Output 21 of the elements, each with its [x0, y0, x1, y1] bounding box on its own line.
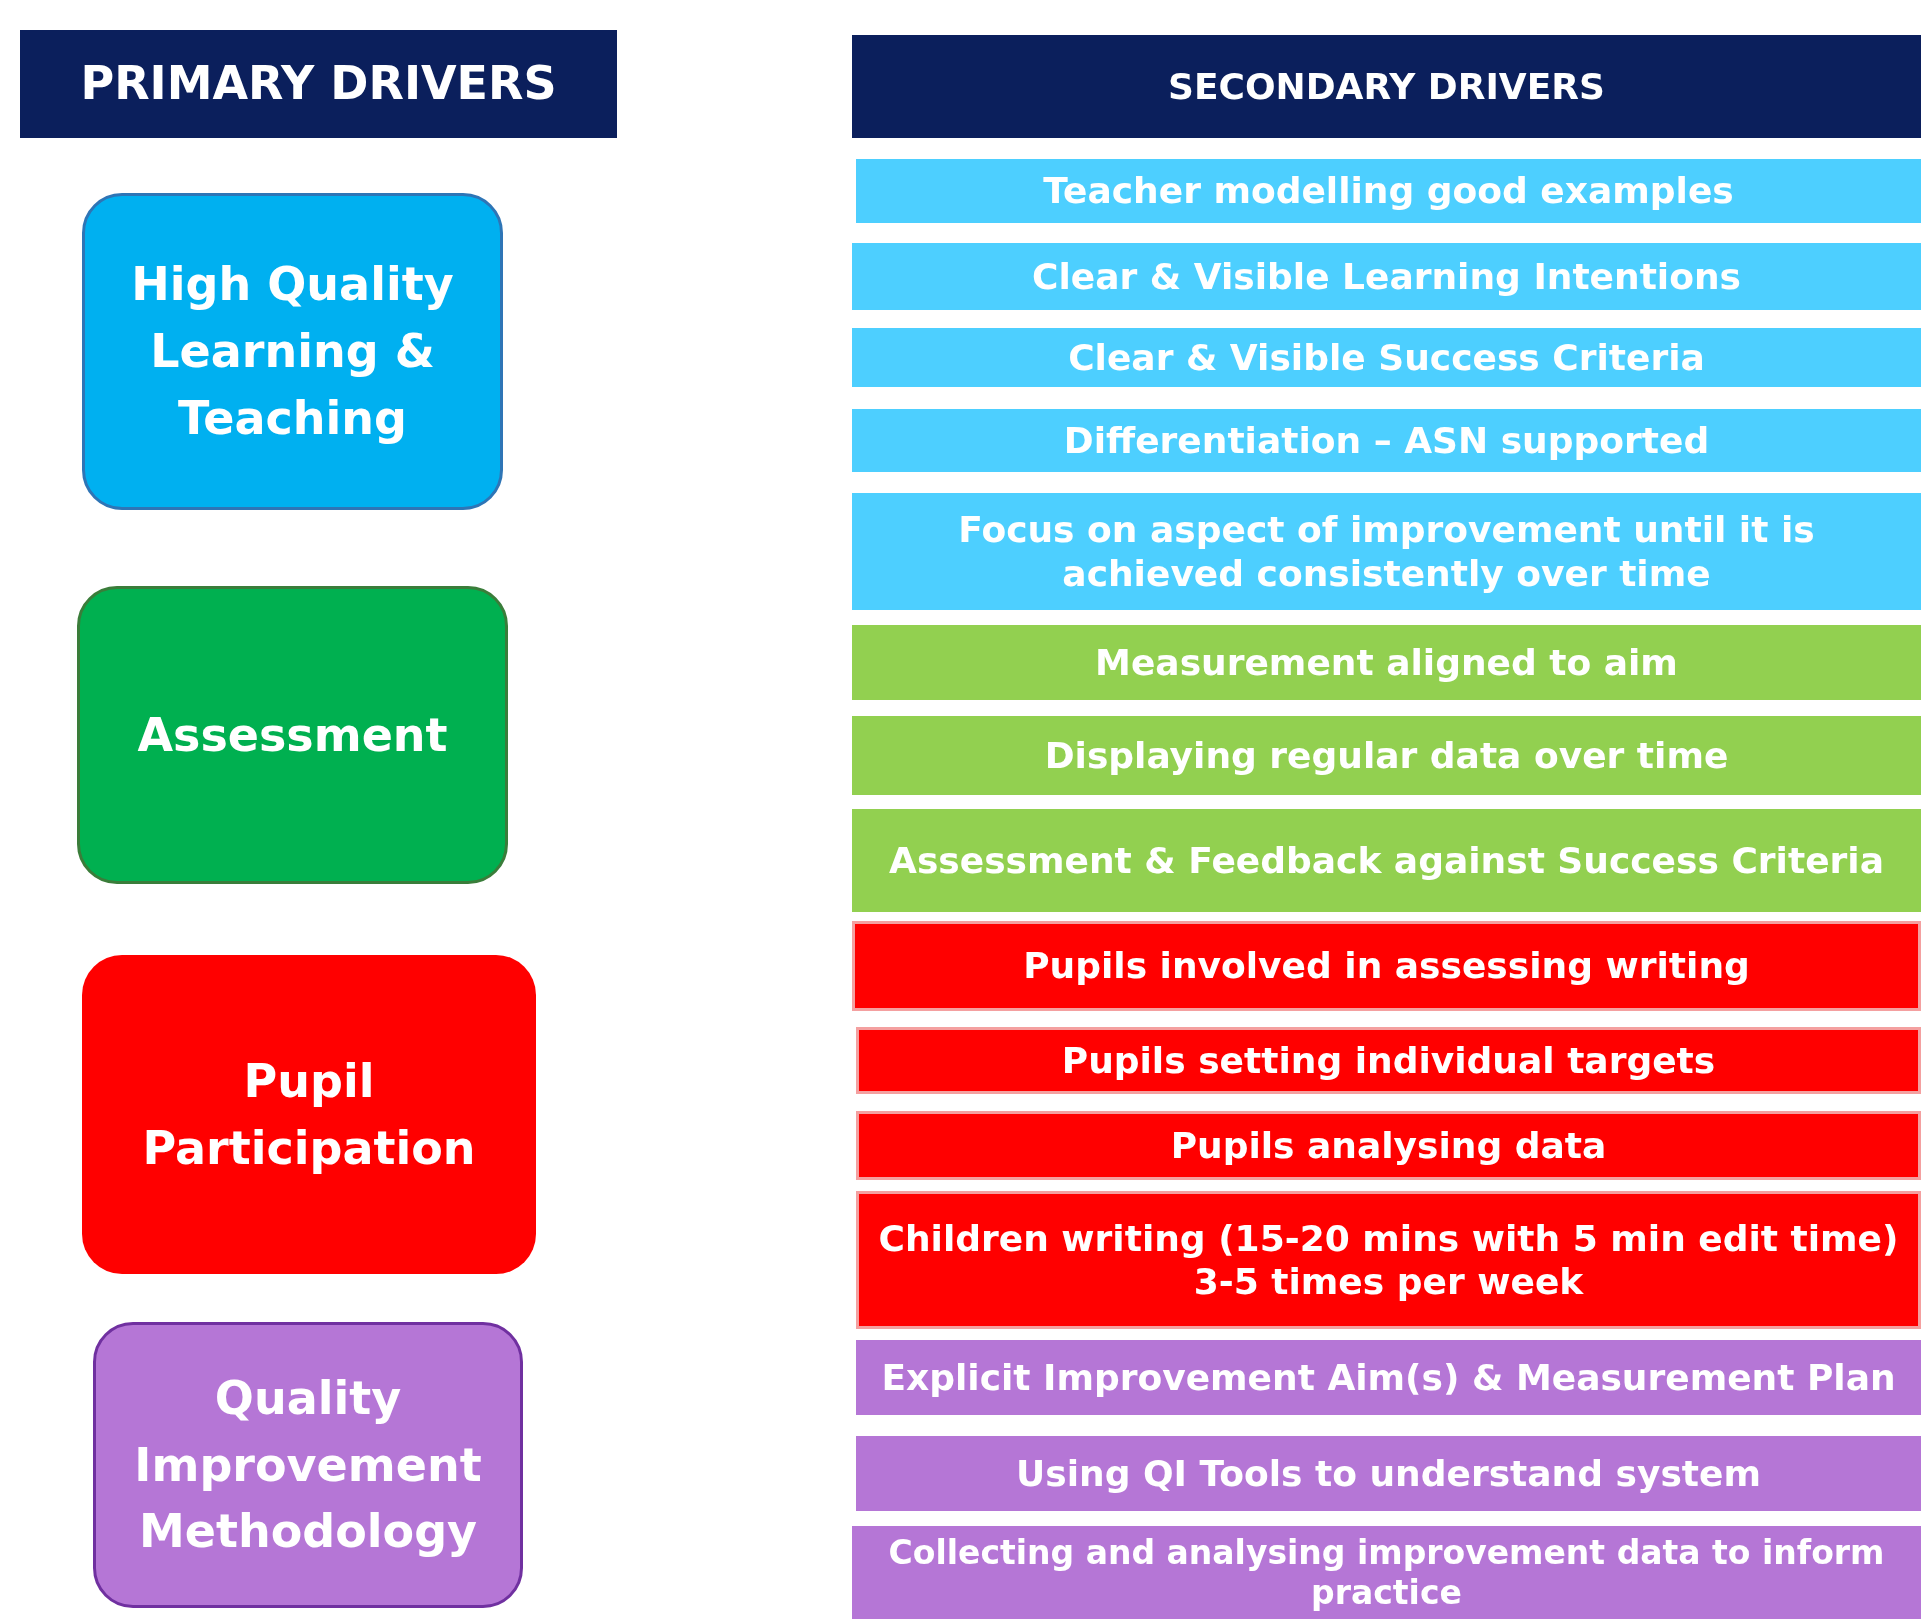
header-bar: PRIMARY DRIVERS [20, 30, 617, 138]
secondary-driver-bar: Clear & Visible Success Criteria [852, 328, 1921, 387]
secondary-driver-bar: Assessment & Feedback against Success Criteria [852, 809, 1921, 912]
secondary-driver-bar: Measurement aligned to aim [852, 625, 1921, 700]
secondary-driver-bar: Displaying regular data over time [852, 716, 1921, 795]
secondary-driver-bar: Collecting and analysing improvement data to inform practice [852, 1526, 1921, 1619]
secondary-driver-bar: Clear & Visible Learning Intentions [852, 243, 1921, 310]
secondary-driver-bar: Focus on aspect of improvement until it is achieved consistently over time [852, 493, 1921, 610]
primary-driver-box: Quality Improvement Methodology [93, 1322, 523, 1608]
secondary-driver-bar: Pupils analysing data [856, 1111, 1921, 1180]
primary-driver-box: Assessment [77, 586, 508, 884]
secondary-driver-bar: Teacher modelling good examples [856, 159, 1921, 223]
secondary-driver-bar: Children writing (15-20 mins with 5 min edit time) 3-5 times per week [856, 1191, 1921, 1329]
secondary-driver-bar: Explicit Improvement Aim(s) & Measurement Plan [856, 1340, 1921, 1415]
primary-driver-box: Pupil Participation [82, 955, 536, 1274]
secondary-driver-bar: Pupils involved in assessing writing [852, 921, 1921, 1011]
secondary-driver-bar: Differentiation – ASN supported [852, 409, 1921, 472]
secondary-driver-bar: Pupils setting individual targets [856, 1027, 1921, 1094]
header-bar: SECONDARY DRIVERS [852, 35, 1921, 138]
secondary-driver-bar: Using QI Tools to understand system [856, 1436, 1921, 1511]
primary-driver-box: High Quality Learning & Teaching [82, 193, 503, 510]
